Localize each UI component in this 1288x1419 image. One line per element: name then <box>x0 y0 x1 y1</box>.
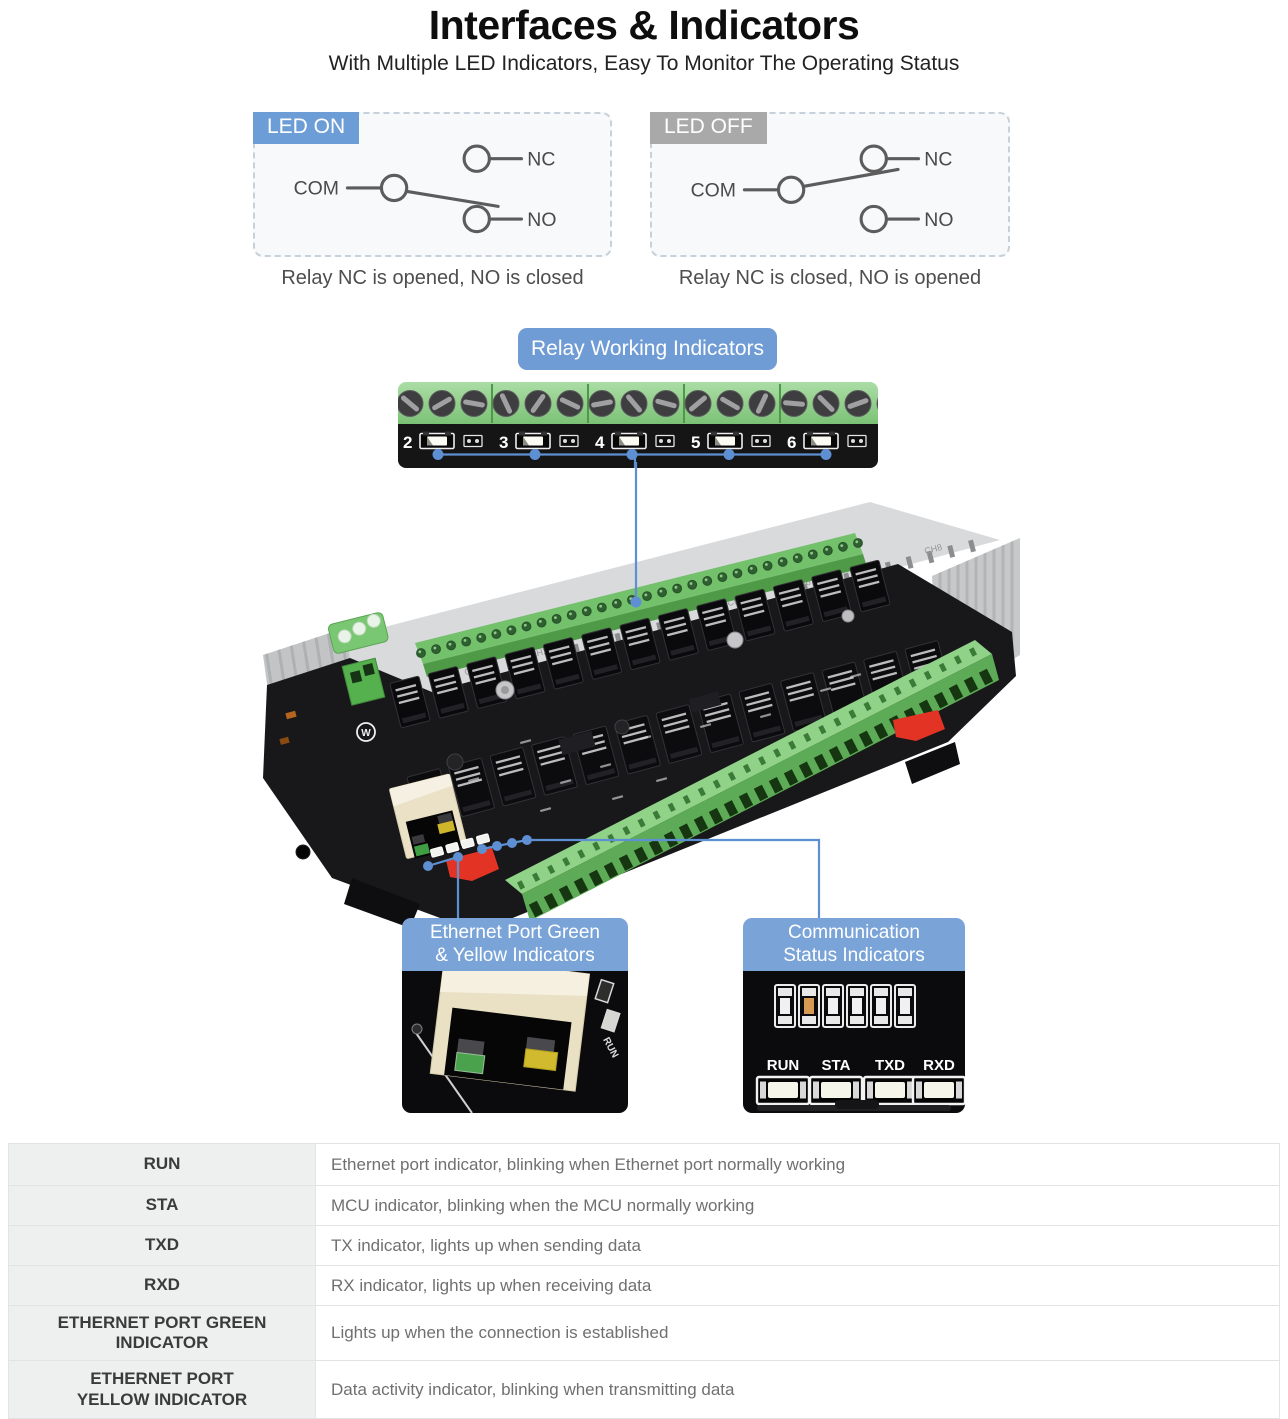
table-row: ETHERNET PORT YELLOW INDICATOR Data acti… <box>8 1361 1280 1419</box>
power-connector <box>341 657 386 706</box>
resistor-row <box>774 984 916 1029</box>
table-row: RXD RX indicator, lights up when receivi… <box>8 1266 1280 1306</box>
com-label: COM <box>294 178 339 200</box>
table-row: RUN Ethernet port indicator, blinking wh… <box>8 1143 1280 1186</box>
din-clip-right <box>893 710 945 741</box>
no-label: NO <box>924 209 953 231</box>
led-off-diagram-box: COM NC NO LED OFF <box>650 112 1010 257</box>
terminal-strip-image: 2 3 4 5 6 <box>398 382 878 468</box>
indicator-table: RUN Ethernet port indicator, blinking wh… <box>8 1143 1280 1419</box>
com-label: COM <box>691 180 736 202</box>
product-photo: CH1CH2CH3CH4CH5CH6CH7CH8 <box>263 502 1020 930</box>
svg-text:CH8: CH8 <box>923 542 943 556</box>
channel-number: 3 <box>499 433 508 452</box>
page-title: Interfaces & Indicators <box>428 2 860 48</box>
channel-number: 5 <box>691 433 700 452</box>
led-on-caption: Relay NC is opened, NO is closed <box>281 267 584 289</box>
txd-label: TXD <box>875 1057 905 1074</box>
led-on-diagram-box: COM NC NO LED ON <box>253 112 612 257</box>
indicator-description: MCU indicator, blinking when the MCU nor… <box>331 1195 755 1215</box>
led-off-badge: LED OFF <box>650 112 767 144</box>
channel-number: 6 <box>787 433 796 452</box>
green-led <box>454 1052 486 1075</box>
table-row: STA MCU indicator, blinking when the MCU… <box>8 1186 1280 1226</box>
indicator-description: Data activity indicator, blinking when t… <box>331 1379 735 1399</box>
nc-label: NC <box>527 149 555 171</box>
run-label: RUN <box>767 1057 800 1074</box>
relay-indicator-photo: 2 3 4 5 6 <box>398 382 878 468</box>
no-label: NO <box>527 209 556 231</box>
sta-label: STA <box>822 1057 851 1074</box>
comm-callout-label: Communication Status Indicators <box>743 918 965 972</box>
comm-leds-photo: RUN STA TXD RXD <box>743 971 965 1114</box>
led-on-badge: LED ON <box>253 112 360 144</box>
status-leds <box>755 1076 965 1106</box>
page-subtitle: With Multiple LED Indicators, Easy To Mo… <box>328 52 960 75</box>
ethernet-port <box>389 773 467 859</box>
indicator-name: ETHERNET PORT YELLOW INDICATOR <box>9 1361 316 1418</box>
ethernet-indicators-callout: Ethernet Port Green & Yellow Indicators … <box>402 918 628 1114</box>
brand-logo: W <box>356 722 376 742</box>
channel-number: 4 <box>595 433 605 452</box>
terminal-screws <box>398 390 878 417</box>
indicator-name: TXD <box>9 1226 316 1265</box>
aux-connector <box>328 612 389 654</box>
ethernet-callout-label: Ethernet Port Green & Yellow Indicators <box>402 918 628 972</box>
relay-working-indicators-badge: Relay Working Indicators <box>518 328 777 370</box>
annotation-dots <box>432 449 832 468</box>
rxd-label: RXD <box>923 1057 955 1074</box>
led-off-caption: Relay NC is closed, NO is opened <box>678 267 982 289</box>
relay-circuit-led-on: COM NC NO <box>294 144 556 234</box>
table-row: ETHERNET PORT GREEN INDICATOR Lights up … <box>8 1306 1280 1361</box>
nc-label: NC <box>924 149 952 171</box>
indicator-name: STA <box>9 1186 316 1225</box>
indicator-description: TX indicator, lights up when sending dat… <box>331 1235 641 1255</box>
table-row: TXD TX indicator, lights up when sending… <box>8 1226 1280 1266</box>
indicator-description: Lights up when the connection is establi… <box>331 1323 669 1342</box>
indicator-name: ETHERNET PORT GREEN INDICATOR <box>9 1306 316 1360</box>
relay-circuit-led-off: COM NC NO <box>691 144 953 234</box>
ethernet-green-led <box>413 843 430 857</box>
indicator-name: RUN <box>9 1144 316 1185</box>
indicator-description: RX indicator, lights up when receiving d… <box>331 1275 652 1295</box>
channel-number: 2 <box>403 433 412 452</box>
indicator-description: Ethernet port indicator, blinking when E… <box>331 1154 846 1174</box>
yellow-led <box>523 1048 559 1072</box>
pcb-components <box>279 609 855 860</box>
relay-led-components <box>419 431 867 450</box>
ethernet-port-photo: RUN <box>402 971 628 1114</box>
comm-status-callout: Communication Status Indicators RUN STA … <box>743 918 965 1114</box>
svg-text:W: W <box>361 728 371 739</box>
ethernet-yellow-led <box>437 820 456 835</box>
indicator-name: RXD <box>9 1266 316 1305</box>
